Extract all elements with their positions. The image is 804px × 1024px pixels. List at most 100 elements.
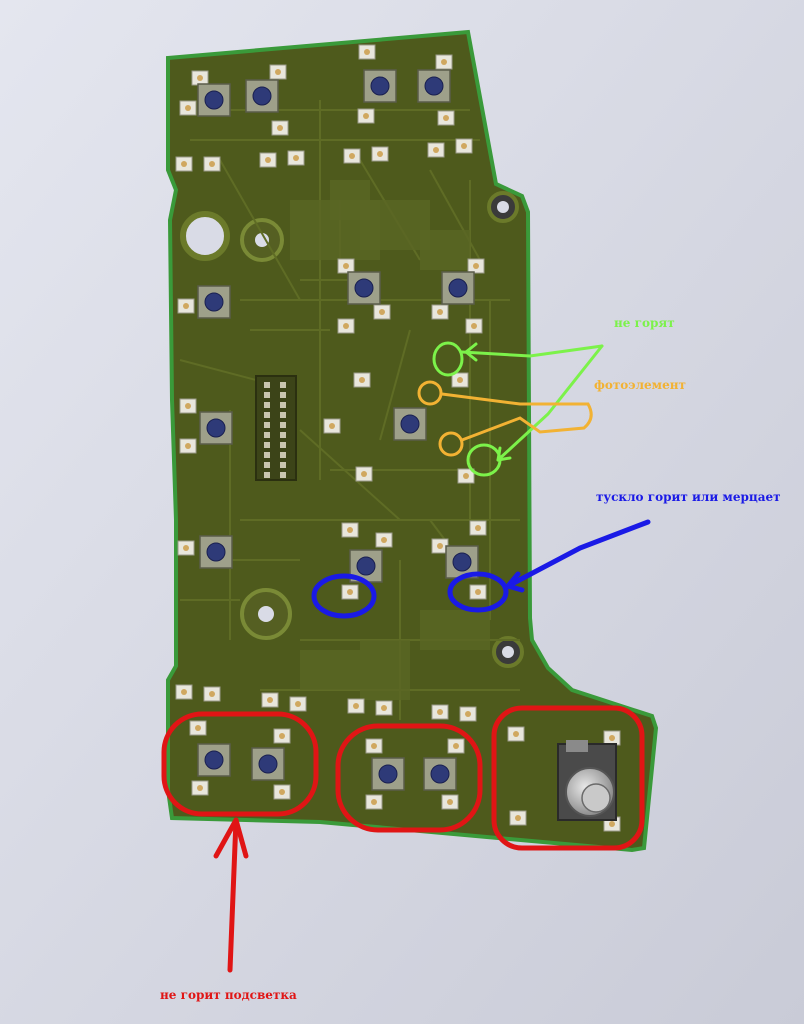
pin (280, 452, 286, 458)
copper-pour (360, 640, 410, 700)
smd-led-icon (179, 438, 197, 454)
label-no-backlight: не горит подсветка (160, 988, 297, 1002)
orange-marks (417, 380, 593, 457)
smd-led-icon (355, 466, 373, 482)
pin (280, 392, 286, 398)
smd-led-icon (603, 730, 621, 746)
tact-switch-icon (199, 535, 233, 569)
trace (219, 159, 301, 301)
tact-switch-icon (363, 69, 397, 103)
smd-led-icon (467, 258, 485, 274)
smd-led-icon (459, 706, 477, 722)
smd-led-icon (507, 726, 525, 742)
red-marks (161, 705, 645, 973)
copper-pour (300, 650, 360, 690)
smd-led-icon (175, 156, 193, 172)
smd-led-icon (341, 522, 359, 538)
tact-switch-icon (251, 747, 285, 781)
smd-led-icon (441, 794, 459, 810)
tact-switch-icon (423, 757, 457, 791)
smd-led-icon (343, 148, 361, 164)
smd-led-icon (375, 532, 393, 548)
smd-led-icon (191, 70, 209, 86)
pin (280, 422, 286, 428)
smd-led-icon (259, 152, 277, 168)
mount-hole (258, 606, 274, 622)
smd-led-icon (189, 720, 207, 736)
pin (280, 382, 286, 388)
copper-pour (420, 610, 490, 650)
blue-marks (311, 519, 651, 619)
tact-switch-icon (199, 411, 233, 445)
trace (429, 169, 481, 261)
pin (264, 442, 270, 448)
green-marks (432, 341, 604, 477)
smd-led-icon (203, 686, 221, 702)
smd-led-icon (357, 108, 375, 124)
mount-hole (180, 211, 230, 261)
smd-led-icon (365, 794, 383, 810)
tact-switch-icon (371, 757, 405, 791)
pin (264, 402, 270, 408)
button-group (197, 69, 479, 791)
smd-led-icon (375, 700, 393, 716)
trace (299, 429, 401, 521)
smd-led-icon (269, 64, 287, 80)
led-group (175, 44, 621, 832)
smd-led-icon (451, 372, 469, 388)
smd-led-icon (358, 44, 376, 60)
tact-switch-icon (441, 271, 475, 305)
label-not-lit: не горят (614, 316, 675, 330)
smd-led-icon (371, 146, 389, 162)
smd-led-icon (469, 520, 487, 536)
smd-led-icon (455, 138, 473, 154)
smd-led-icon (447, 738, 465, 754)
copper-pour (330, 180, 370, 220)
smd-led-icon (373, 304, 391, 320)
pin (264, 382, 270, 388)
smd-led-icon (273, 728, 291, 744)
pin (264, 462, 270, 468)
pin (264, 472, 270, 478)
smd-led-icon (465, 318, 483, 334)
smd-led-icon (353, 372, 371, 388)
smd-led-icon (271, 120, 289, 136)
smd-led-icon (457, 468, 475, 484)
tact-switch-icon (197, 285, 231, 319)
smd-led-icon (203, 156, 221, 172)
smd-led-icon (179, 100, 197, 116)
pin (280, 402, 286, 408)
board-traces (179, 100, 520, 720)
smd-led-icon (347, 698, 365, 714)
pin (264, 412, 270, 418)
pin (280, 432, 286, 438)
smd-led-icon (365, 738, 383, 754)
smd-led-icon (175, 684, 193, 700)
copper-pour (420, 230, 470, 270)
mount-hole (502, 646, 514, 658)
smd-led-icon (337, 318, 355, 334)
mount-hole (497, 201, 509, 213)
smd-led-icon (431, 304, 449, 320)
label-dim-or-flicker: тускло горит или мерцает (596, 490, 781, 504)
smd-led-icon (261, 692, 279, 708)
smd-led-icon (177, 298, 195, 314)
smd-led-icon (469, 584, 487, 600)
pin (280, 462, 286, 468)
smd-led-icon (289, 696, 307, 712)
pin (280, 472, 286, 478)
smd-led-icon (323, 418, 341, 434)
pin (264, 392, 270, 398)
pin (264, 422, 270, 428)
smd-led-icon (431, 704, 449, 720)
pin-header-icon (255, 375, 297, 481)
tact-switch-icon (347, 271, 381, 305)
smd-led-icon (509, 810, 527, 826)
trace (379, 329, 411, 441)
rotary-encoder-icon (557, 740, 617, 821)
pin (264, 452, 270, 458)
copper-pour (360, 200, 430, 250)
smd-led-icon (437, 110, 455, 126)
